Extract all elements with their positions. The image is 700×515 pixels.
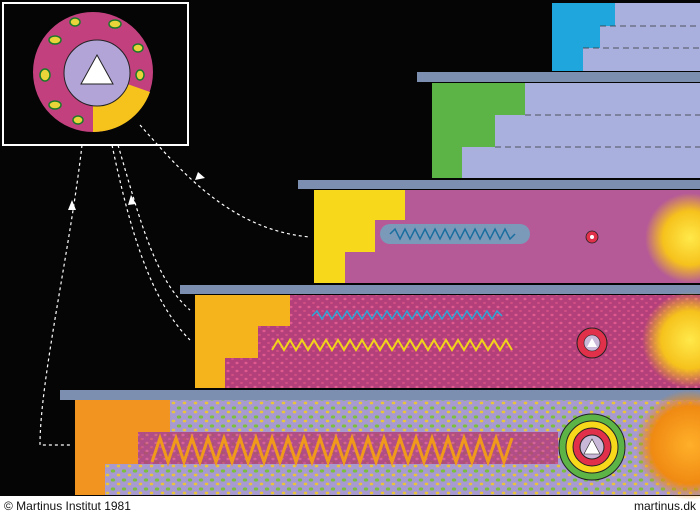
connector-lines — [39, 124, 311, 446]
lavender-stairs — [583, 3, 700, 71]
tier-3 — [314, 190, 700, 283]
step-bar — [180, 285, 700, 294]
step-bar — [298, 180, 700, 189]
step-bar — [60, 390, 700, 400]
arrow-heads — [68, 172, 205, 210]
lavender-stairs — [462, 83, 700, 178]
inset-frame — [2, 2, 189, 146]
orange-yellow-block — [195, 295, 290, 388]
copyright-text: © Martinus Institut 1981 — [4, 499, 131, 513]
tier-1 — [552, 3, 700, 71]
yellow-block — [314, 190, 405, 283]
step-bar — [417, 72, 700, 82]
sun — [642, 292, 700, 388]
orange-block — [75, 400, 170, 495]
dotted-magenta-stairs — [225, 295, 700, 388]
tier-5 — [75, 390, 700, 500]
tier-4 — [195, 292, 700, 388]
sun — [635, 390, 700, 500]
green-block — [432, 83, 525, 178]
zigzag-line-yellow — [271, 338, 513, 352]
zigzag-line-blue — [311, 309, 503, 321]
zigzag-line — [389, 227, 516, 241]
website-text: martinus.dk — [633, 499, 696, 513]
triangle — [80, 53, 114, 85]
zigzag-line-orange — [150, 433, 514, 467]
tier-2 — [432, 83, 700, 178]
sun — [645, 193, 700, 283]
inset-symbol — [2, 2, 189, 146]
concentric-circle-symbol — [558, 413, 626, 481]
